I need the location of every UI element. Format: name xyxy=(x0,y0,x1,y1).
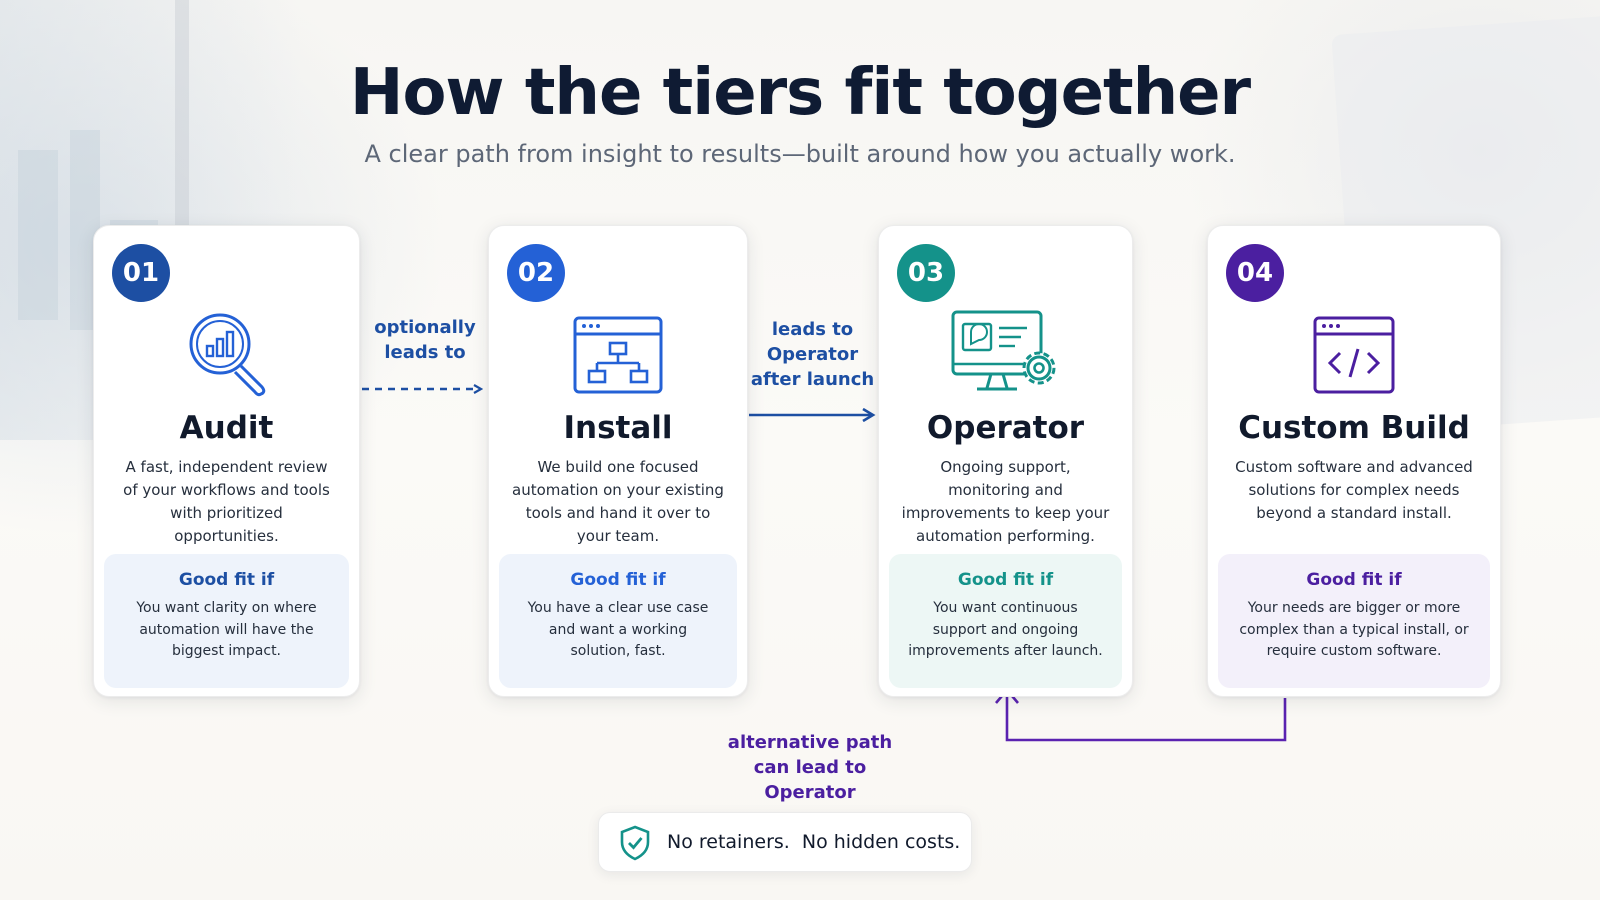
good-fit-text: You want clarity on where automation wil… xyxy=(136,600,317,659)
good-fit-box: Good fit if You have a clear use case an… xyxy=(499,554,737,688)
tier-number-badge: 02 xyxy=(507,244,565,302)
good-fit-heading: Good fit if xyxy=(178,570,275,590)
tier-card-custom-build: 04 Custom Build Custom software and adva… xyxy=(1207,225,1501,697)
tier-title: Operator xyxy=(926,410,1085,446)
tier-description: We build one focused automation on your … xyxy=(512,458,724,545)
good-fit-heading: Good fit if xyxy=(957,570,1054,590)
good-fit-heading: Good fit if xyxy=(1306,570,1402,590)
tier-description: Ongoing support, monitoring and improvem… xyxy=(901,458,1110,545)
good-fit-text: You want continuous support and ongoing … xyxy=(908,600,1103,659)
good-fit-text: Your needs are bigger or more complex th… xyxy=(1239,600,1469,659)
tier-card-install: 02 Install We build one focused automati… xyxy=(488,225,748,697)
tier-title: Audit xyxy=(179,410,274,446)
connector-label-alternative-path: alternative path can lead to Operator xyxy=(727,732,893,803)
page-title: How the tiers fit together xyxy=(349,56,1251,130)
good-fit-box: Good fit if You want continuous support … xyxy=(889,554,1122,688)
shield-check-icon xyxy=(620,825,650,861)
tier-number-badge: 03 xyxy=(897,244,955,302)
good-fit-text: You have a clear use case and want a wor… xyxy=(527,600,709,659)
tier-description: Custom software and advanced solutions f… xyxy=(1235,458,1473,522)
background-building xyxy=(18,150,58,320)
connector-label-optionally: optionally leads to xyxy=(374,317,476,363)
code-window-icon xyxy=(1313,316,1395,394)
workflow-window-icon xyxy=(573,316,663,394)
good-fit-heading: Good fit if xyxy=(570,570,666,590)
magnifier-chart-icon xyxy=(189,313,265,397)
connector-label-after-launch: leads to Operator after launch xyxy=(750,319,875,390)
tier-description: A fast, independent review of your workf… xyxy=(123,458,330,545)
footer-text: No retainers. No hidden costs. xyxy=(667,831,961,853)
tier-card-audit: 01 Audit A fast, independent review of y… xyxy=(93,225,360,697)
tier-title: Install xyxy=(563,410,673,446)
tier-card-operator: 03 Operator Ongoing support, monitoring … xyxy=(878,225,1133,697)
monitor-gear-icon xyxy=(951,310,1055,391)
footer-guarantee: No retainers. No hidden costs. xyxy=(598,812,972,872)
good-fit-box: Good fit if You want clarity on where au… xyxy=(104,554,349,688)
tier-number-badge: 01 xyxy=(112,244,170,302)
tier-number-badge: 04 xyxy=(1226,244,1284,302)
page-subtitle: A clear path from insight to results—bui… xyxy=(364,140,1236,168)
arrow-custom-to-operator xyxy=(1005,692,1287,742)
good-fit-box: Good fit if Your needs are bigger or mor… xyxy=(1218,554,1490,688)
tier-title: Custom Build xyxy=(1238,410,1470,446)
